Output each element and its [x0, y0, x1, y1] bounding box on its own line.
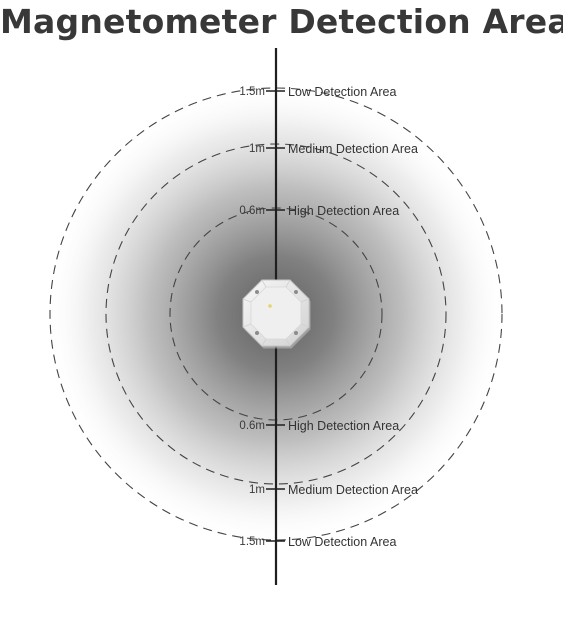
distance-label: 1.5m: [239, 86, 265, 98]
detection-area-label: High Detection Area: [288, 204, 399, 218]
low-detection-ring: [49, 87, 503, 541]
page-title: Magnetometer Detection Areas: [0, 2, 563, 41]
detection-area-label: High Detection Area: [288, 419, 399, 433]
status-indicator-light: [268, 304, 272, 308]
distance-label: 0.6m: [239, 205, 265, 217]
distance-label: 1m: [249, 143, 265, 155]
magnetometer-device-icon: [242, 279, 311, 349]
distance-label: 0.6m: [239, 420, 265, 432]
detection-area-label: Low Detection Area: [288, 85, 396, 99]
distance-label: 1.5m: [239, 536, 265, 548]
detection-area-label: Low Detection Area: [288, 535, 396, 549]
detection-area-label: Medium Detection Area: [288, 142, 418, 156]
distance-label: 1m: [249, 484, 265, 496]
detection-area-label: Medium Detection Area: [288, 483, 418, 497]
